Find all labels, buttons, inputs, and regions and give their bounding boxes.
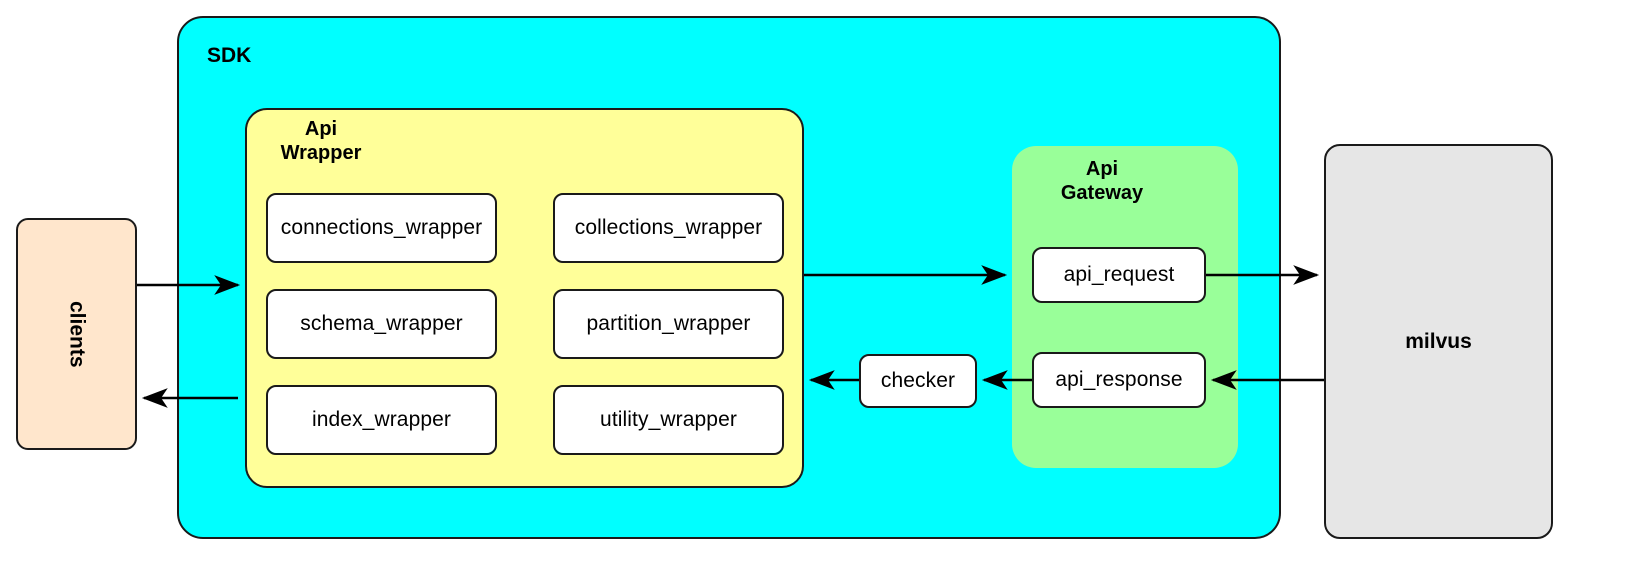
node-api-response-label: api_response	[1055, 368, 1183, 391]
sdk-container-label: SDK	[207, 44, 252, 67]
node-index-wrapper[interactable]: index_wrapper	[266, 385, 497, 455]
node-api-request-label: api_request	[1063, 263, 1175, 286]
node-utility-wrapper-label: utility_wrapper	[600, 408, 737, 431]
node-api-response[interactable]: api_response	[1032, 352, 1206, 408]
node-clients-label: clients	[65, 300, 89, 368]
api-gateway-container-label: Api Gateway	[1060, 158, 1144, 204]
node-partition-wrapper[interactable]: partition_wrapper	[553, 289, 784, 359]
node-milvus-label: milvus	[1405, 329, 1472, 353]
node-schema-wrapper[interactable]: schema_wrapper	[266, 289, 497, 359]
node-collections-wrapper[interactable]: collections_wrapper	[553, 193, 784, 263]
node-partition-wrapper-label: partition_wrapper	[586, 312, 751, 335]
node-api-request[interactable]: api_request	[1032, 247, 1206, 303]
api-gateway-container[interactable]: Api Gateway	[1012, 146, 1238, 468]
node-milvus[interactable]: milvus	[1324, 144, 1553, 539]
node-checker[interactable]: checker	[859, 354, 977, 408]
node-clients[interactable]: clients	[16, 218, 137, 450]
node-connections-wrapper[interactable]: connections_wrapper	[266, 193, 497, 263]
node-checker-label: checker	[880, 369, 956, 392]
node-collections-wrapper-label: collections_wrapper	[574, 216, 763, 239]
node-schema-wrapper-label: schema_wrapper	[300, 312, 463, 335]
node-index-wrapper-label: index_wrapper	[311, 408, 452, 431]
node-connections-wrapper-label: connections_wrapper	[280, 216, 483, 239]
api-wrapper-container-label: Api Wrapper	[280, 118, 362, 164]
node-utility-wrapper[interactable]: utility_wrapper	[553, 385, 784, 455]
